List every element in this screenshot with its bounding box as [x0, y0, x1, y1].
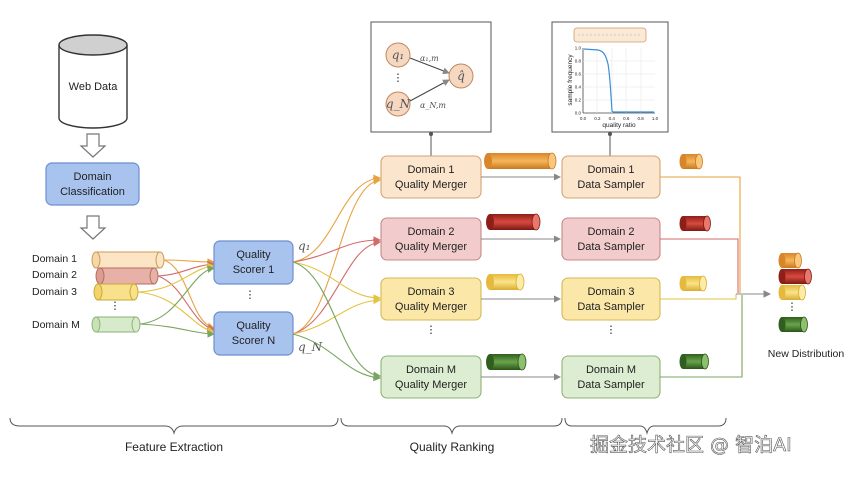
web-data-cylinder: Web Data [58, 34, 128, 129]
domain-label: Domain 1 [32, 253, 77, 265]
y-tick-label: 0.0 [575, 111, 582, 116]
domain-2-data-cylinder [95, 267, 159, 285]
domain-2-ranked-cylinder [486, 213, 541, 231]
x-tick-label: 0.4 [609, 116, 616, 121]
domain-1-data-sampler: Domain 1 Data Sampler [561, 155, 661, 199]
down-arrow-icon [79, 133, 107, 158]
svg-text:Data Sampler: Data Sampler [577, 379, 645, 391]
svg-text:Quality Merger: Quality Merger [395, 379, 467, 391]
domain-m-data-cylinder [91, 316, 141, 333]
svg-text:Quality Merger: Quality Merger [395, 301, 467, 313]
quality-merger-inset: q₁ q_N q̂ ⋮ α₁,m α_N,m [370, 21, 492, 133]
svg-text:Data Sampler: Data Sampler [577, 241, 645, 253]
svg-text:Quality Merger: Quality Merger [395, 179, 467, 191]
x-tick-label: 1.0 [652, 116, 659, 121]
domain-1-sampled-cylinder [679, 153, 703, 170]
watermark-text: 掘金技术社区 @ 智泊AI [590, 434, 792, 456]
svg-text:Data Sampler: Data Sampler [577, 179, 645, 191]
svg-text:Domain M: Domain M [586, 364, 636, 376]
domain-label: Domain M [32, 319, 80, 331]
svg-text:Domain 1: Domain 1 [407, 164, 454, 176]
y-tick-label: 0.4 [575, 85, 582, 90]
sampler-xlabel: quality ratio [602, 122, 636, 129]
svg-text:Domain 1: Domain 1 [587, 164, 634, 176]
domain-to-scorer-lines [137, 258, 216, 338]
domain-m-data-sampler: Domain M Data Sampler [561, 355, 661, 399]
inset-connector-dot [608, 132, 612, 136]
svg-text:⋮: ⋮ [393, 72, 404, 84]
down-arrow-icon [79, 215, 107, 240]
domain-1-data-cylinder [91, 251, 165, 269]
svg-text:q̂: q̂ [457, 69, 465, 83]
section-label-quality-ranking: Quality Ranking [410, 440, 495, 454]
domain-2-data-sampler: Domain 2 Data Sampler [561, 217, 661, 261]
section-braces [9, 417, 727, 435]
merger-to-sampler-arrows [481, 173, 561, 381]
section-label-feature-extraction: Feature Extraction [125, 440, 223, 454]
domain-3-data-cylinder [93, 283, 139, 301]
ellipsis: ⋮ [606, 324, 617, 336]
sampler-ylabel: sample frequency [567, 54, 574, 106]
svg-text:⋮: ⋮ [787, 301, 798, 313]
ellipsis: ⋮ [110, 300, 121, 312]
data-sampler-inset: 0.0 0.2 0.4 0.6 0.8 1.0 0.0 0.2 0.4 0.6 0.8 1.0 qu… [551, 21, 669, 133]
new-distribution-label: New Distribution [768, 348, 845, 360]
y-tick-label: 0.2 [575, 98, 582, 103]
x-tick-label: 0.0 [580, 116, 587, 121]
svg-text:α_N,m: α_N,m [420, 101, 446, 110]
y-tick-label: 1.0 [575, 46, 582, 51]
scorer-to-merger-lines [292, 174, 382, 382]
svg-text:Quality Merger: Quality Merger [395, 241, 467, 253]
inset-connector-dot [429, 132, 433, 136]
x-tick-label: 0.6 [623, 116, 630, 121]
svg-text:q_N: q_N [386, 97, 411, 111]
domain-3-ranked-cylinder [486, 273, 525, 291]
svg-text:Classification: Classification [60, 186, 125, 198]
x-tick-label: 0.2 [594, 116, 601, 121]
web-data-label: Web Data [69, 81, 119, 93]
domain-2-quality-merger: Domain 2 Quality Merger [380, 217, 482, 261]
ellipsis: ⋮ [426, 324, 437, 336]
quality-scorer-n-box: Quality Scorer N [213, 311, 294, 356]
y-tick-labels: 0.0 0.2 0.4 0.6 0.8 1.0 [575, 46, 582, 116]
svg-text:q₁: q₁ [392, 48, 405, 62]
domain-3-data-sampler: Domain 3 Data Sampler [561, 277, 661, 321]
svg-text:Scorer 1: Scorer 1 [233, 264, 275, 276]
svg-text:Domain 3: Domain 3 [587, 286, 634, 298]
domain-label: Domain 3 [32, 286, 77, 298]
domain-m-sampled-cylinder [679, 353, 709, 370]
svg-text:Domain M: Domain M [406, 364, 456, 376]
domain-2-sampled-cylinder [679, 215, 711, 232]
svg-text:Scorer N: Scorer N [232, 335, 275, 347]
x-tick-label: 0.8 [637, 116, 644, 121]
x-tick-labels: 0.0 0.2 0.4 0.6 0.8 1.0 [580, 116, 659, 121]
new-distribution-stack: ⋮ [778, 252, 812, 333]
svg-text:α₁,m: α₁,m [420, 54, 439, 63]
domain-3-sampled-cylinder [679, 275, 707, 292]
svg-text:Domain: Domain [74, 171, 112, 183]
score-label-qn: q_N [298, 340, 323, 354]
svg-text:Data Sampler: Data Sampler [577, 301, 645, 313]
svg-text:Domain 3: Domain 3 [407, 286, 454, 298]
domain-classification-box: Domain Classification [45, 162, 140, 206]
sampler-to-output-lines [660, 176, 772, 378]
svg-text:Domain 2: Domain 2 [587, 226, 634, 238]
y-tick-label: 0.8 [575, 59, 582, 64]
domain-m-quality-merger: Domain M Quality Merger [380, 355, 482, 399]
domain-3-quality-merger: Domain 3 Quality Merger [380, 277, 482, 321]
svg-text:Quality: Quality [236, 320, 271, 332]
ellipsis: ⋮ [245, 289, 256, 301]
domain-m-ranked-cylinder [486, 353, 527, 371]
y-tick-label: 0.6 [575, 72, 582, 77]
domain-1-quality-merger: Domain 1 Quality Merger [380, 155, 482, 199]
score-label-q1: q₁ [298, 239, 311, 253]
domain-1-ranked-cylinder [484, 152, 557, 170]
domain-label: Domain 2 [32, 269, 77, 281]
quality-scorer-1-box: Quality Scorer 1 [213, 240, 294, 285]
svg-text:Domain 2: Domain 2 [407, 226, 454, 238]
svg-text:Quality: Quality [236, 249, 271, 261]
